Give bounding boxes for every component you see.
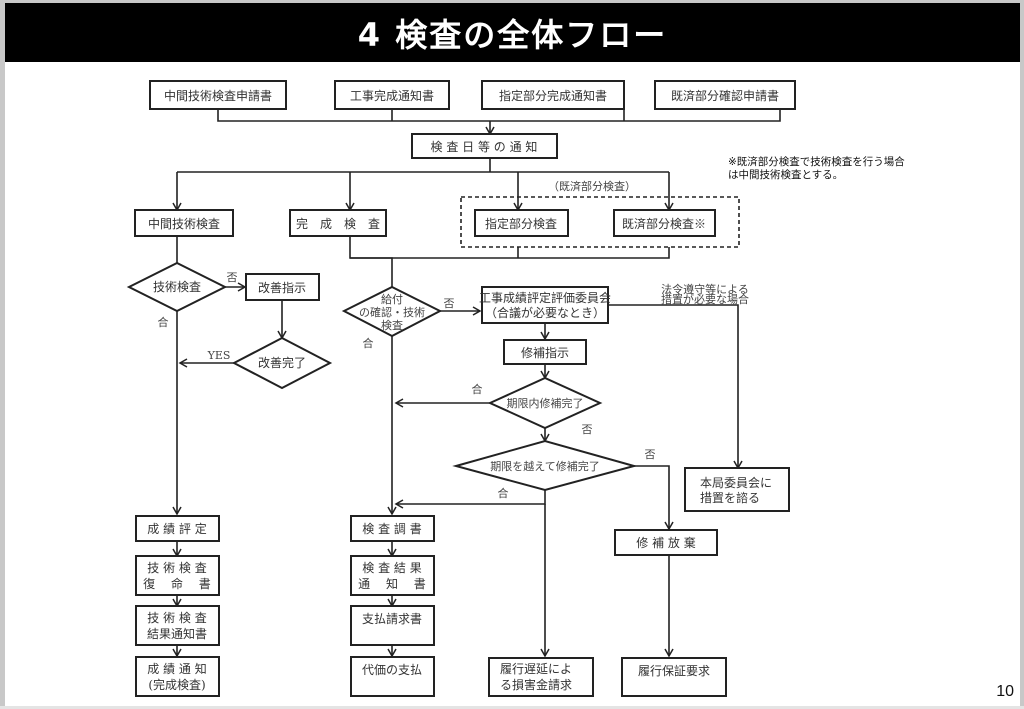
edge-completion-down	[349, 236, 393, 287]
delivery-pass-label: 合	[363, 336, 374, 350]
node-insp-result: 検 査 結 果 通 知 書	[350, 555, 435, 596]
legal-note-line1: 法令遵守等による	[661, 282, 749, 296]
delivery-no-label: 否	[444, 297, 455, 310]
node-repair-late-label: 期限を越えて修補完了	[490, 459, 599, 473]
node-inspection-notice: 検 査 日 等 の 通 知	[411, 133, 558, 159]
node-hq-committee-line2: 措置を諮る	[700, 491, 760, 505]
edge-legal-to-hq	[608, 304, 743, 470]
node-delivery-check: 給付 の確認・技術 検査	[341, 285, 443, 338]
node-payment-req: 支払請求書	[350, 605, 435, 646]
node-repair-late: 期限を越えて修補完了	[452, 439, 638, 492]
node-insp-result-line1: 検 査 結 果	[362, 561, 421, 575]
existing-group-dashed-border	[460, 196, 740, 248]
node-delay-damages: 履行遅延によ る損害金請求	[488, 657, 594, 697]
node-repair-in-time-label: 期限内修補完了	[507, 396, 584, 410]
node-designated-insp-label: 指定部分検査	[485, 216, 557, 231]
node-app-intermediate-label: 中間技術検査申請書	[164, 88, 272, 103]
slide-frame-top	[0, 0, 1024, 3]
node-insp-result-line2: 通 知 書	[358, 577, 426, 591]
node-app-existing: 既済部分確認申請書	[654, 80, 796, 110]
slide-frame-bottom	[0, 706, 1024, 709]
node-improve-instr-label: 改善指示	[258, 280, 306, 295]
node-delay-damages-line2: る損害金請求	[500, 677, 572, 692]
edge-late-pass	[394, 490, 546, 509]
late-no-label: 否	[645, 448, 656, 461]
node-grade-notice: 成 績 通 知 (完成検査)	[135, 656, 220, 697]
page-number: 10	[996, 683, 1014, 700]
legal-note-line2: 措置が必要な場合	[661, 292, 749, 306]
node-tech-result-line2: 結果通知書	[147, 627, 207, 641]
node-grade-eval: 成 績 評 定	[135, 515, 220, 542]
node-grade-notice-line2: (完成検査)	[148, 677, 205, 692]
node-insp-record-label: 検 査 調 書	[362, 522, 421, 536]
late-pass-label: 合	[498, 486, 509, 500]
footnote-line-1: ※既済部分検査で技術検査を行う場合	[728, 156, 905, 168]
node-inspection-notice-label: 検 査 日 等 の 通 知	[431, 140, 538, 154]
node-tech-check-label: 技術検査	[153, 280, 201, 294]
footnote: ※既済部分検査で技術検査を行う場合 は中間技術検査とする。	[728, 156, 905, 182]
node-delay-damages-line1: 履行遅延によ	[500, 662, 572, 676]
node-insp-record: 検 査 調 書	[350, 515, 435, 542]
edge-late-no	[634, 465, 674, 531]
node-tech-check: 技術検査	[126, 261, 228, 313]
node-repair-abandon-label: 修 補 放 棄	[636, 535, 695, 550]
node-hq-committee: 本局委員会に 措置を諮る	[684, 467, 790, 512]
node-tech-report-line2: 復 命 書	[143, 576, 211, 591]
slide-title: 4 検査の全体フロー	[357, 15, 668, 54]
node-committee: 工事成績評定評価委員会 （合議が必要なとき）	[479, 286, 611, 324]
node-improve-done-label: 改善完了	[258, 355, 306, 370]
node-notice-designated-label: 指定部分完成通知書	[499, 88, 607, 103]
in-time-pass-label: 合	[472, 382, 483, 396]
node-improve-done: 改善完了	[231, 336, 333, 390]
node-designated-insp: 指定部分検査	[474, 209, 569, 237]
node-tech-result-line1: 技 術 検 査	[147, 611, 206, 625]
node-payment: 代価の支払	[350, 656, 435, 697]
tech-check-pass-label: 合	[158, 315, 169, 329]
node-repair-abandon: 修 補 放 棄	[614, 529, 718, 556]
existing-group-label: （既済部分検査）	[548, 179, 636, 193]
edge-existing-down	[350, 247, 670, 259]
slide-frame-right	[1020, 0, 1024, 709]
edges	[172, 109, 781, 658]
tech-check-no-label: 否	[227, 271, 238, 284]
node-committee-line1: 工事成績評定評価委員会	[479, 290, 611, 305]
node-improve-instr: 改善指示	[245, 273, 320, 301]
node-repair-instr: 修補指示	[503, 339, 587, 365]
node-guarantee-req-label: 履行保証要求	[638, 664, 710, 678]
node-notice-completion-label: 工事完成通知書	[350, 88, 434, 103]
node-tech-report-line1: 技 術 検 査	[147, 561, 206, 575]
node-tech-report: 技 術 検 査 復 命 書	[135, 555, 220, 596]
node-delivery-check-line2: の確認・技術	[359, 305, 425, 319]
node-existing-insp-label: 既済部分検査※	[622, 216, 706, 231]
in-time-no-label: 否	[582, 423, 593, 436]
node-completion-insp-label: 完 成 検 査	[296, 216, 380, 231]
node-repair-instr-label: 修補指示	[521, 345, 569, 360]
node-grade-notice-line1: 成 績 通 知	[147, 662, 206, 676]
node-completion-insp: 完 成 検 査	[289, 209, 387, 237]
node-payment-label: 代価の支払	[362, 663, 422, 677]
node-delivery-check-line1: 給付	[381, 292, 403, 306]
node-repair-in-time: 期限内修補完了	[487, 376, 603, 430]
node-guarantee-req: 履行保証要求	[621, 657, 727, 697]
node-app-intermediate: 中間技術検査申請書	[149, 80, 287, 110]
footnote-line-2: は中間技術検査とする。	[728, 169, 844, 181]
edge-top-merge	[217, 109, 781, 122]
node-hq-committee-line1: 本局委員会に	[700, 476, 772, 490]
improve-yes-label: YES	[207, 349, 231, 362]
node-grade-eval-label: 成 績 評 定	[147, 521, 206, 536]
node-notice-completion: 工事完成通知書	[334, 80, 450, 110]
node-intermediate-tech-label: 中間技術検査	[148, 216, 220, 231]
node-payment-req-label: 支払請求書	[362, 612, 422, 626]
node-tech-result: 技 術 検 査 結果通知書	[135, 605, 220, 646]
slide-frame-left	[0, 0, 5, 709]
title-bar: 4 検査の全体フロー	[5, 3, 1020, 62]
node-app-existing-label: 既済部分確認申請書	[671, 88, 779, 103]
node-committee-line2: （合議が必要なとき）	[485, 305, 605, 320]
node-existing-insp: 既済部分検査※	[613, 209, 716, 237]
node-delivery-check-line3: 検査	[381, 318, 403, 332]
node-notice-designated: 指定部分完成通知書	[481, 80, 625, 110]
node-intermediate-tech: 中間技術検査	[134, 209, 234, 237]
